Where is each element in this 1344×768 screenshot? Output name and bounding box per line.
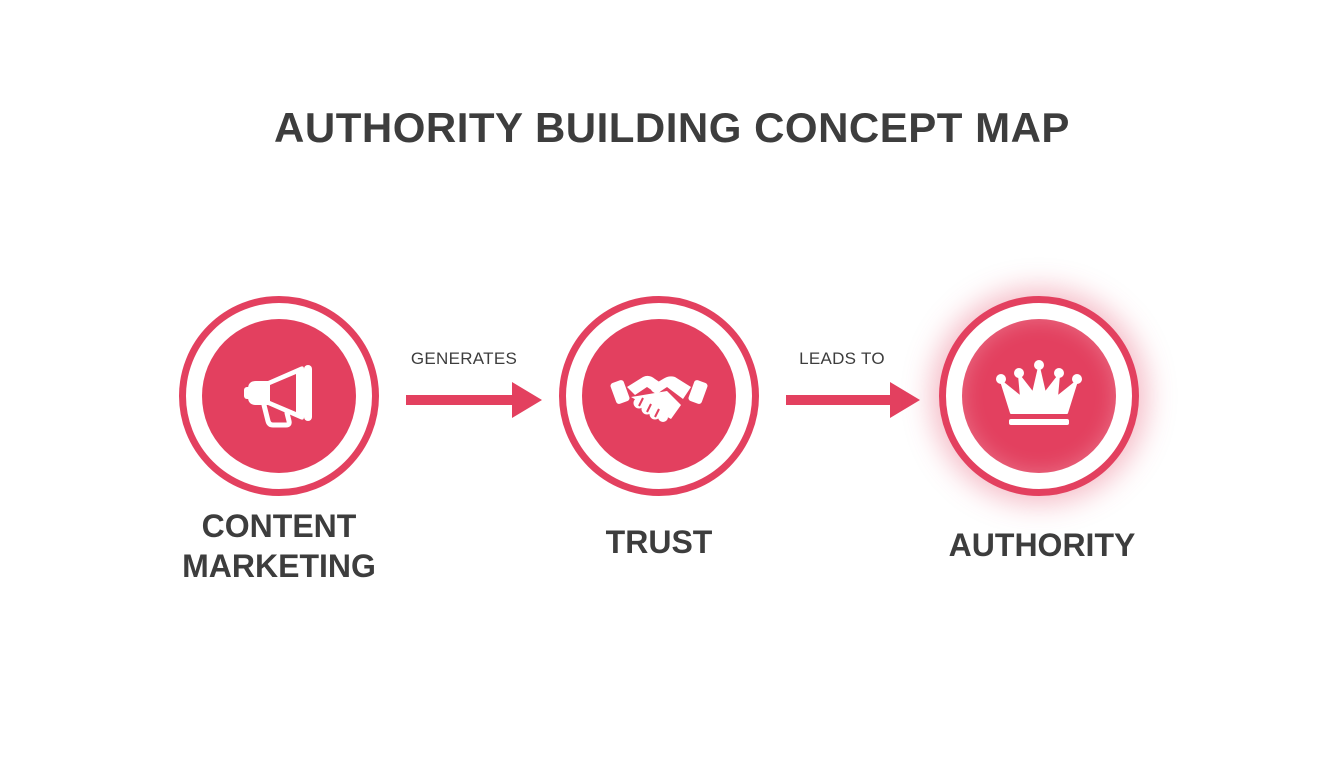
megaphone-icon xyxy=(244,365,312,428)
page-title: AUTHORITY BUILDING CONCEPT MAP xyxy=(274,104,1070,151)
node-disc xyxy=(202,319,356,473)
node-disc xyxy=(582,319,736,473)
node-label-authority: AUTHORITY xyxy=(948,527,1136,563)
connector-label-generates: GENERATES xyxy=(410,349,518,368)
node-authority xyxy=(939,296,1139,496)
node-label-line-1: CONTENT xyxy=(201,508,357,544)
node-disc xyxy=(962,319,1116,473)
arrow-right-icon xyxy=(406,382,542,418)
arrow-right-icon xyxy=(786,382,920,418)
handshake-icon xyxy=(610,375,708,422)
crown-icon xyxy=(996,360,1082,425)
node-label-content-marketing: CONTENT MARKETING xyxy=(129,506,429,586)
connector-label-leads-to: LEADS TO xyxy=(799,349,885,368)
node-label-line-2: MARKETING xyxy=(182,548,376,584)
node-trust xyxy=(559,296,759,496)
node-label-trust: TRUST xyxy=(605,524,713,560)
node-content-marketing xyxy=(179,296,379,496)
